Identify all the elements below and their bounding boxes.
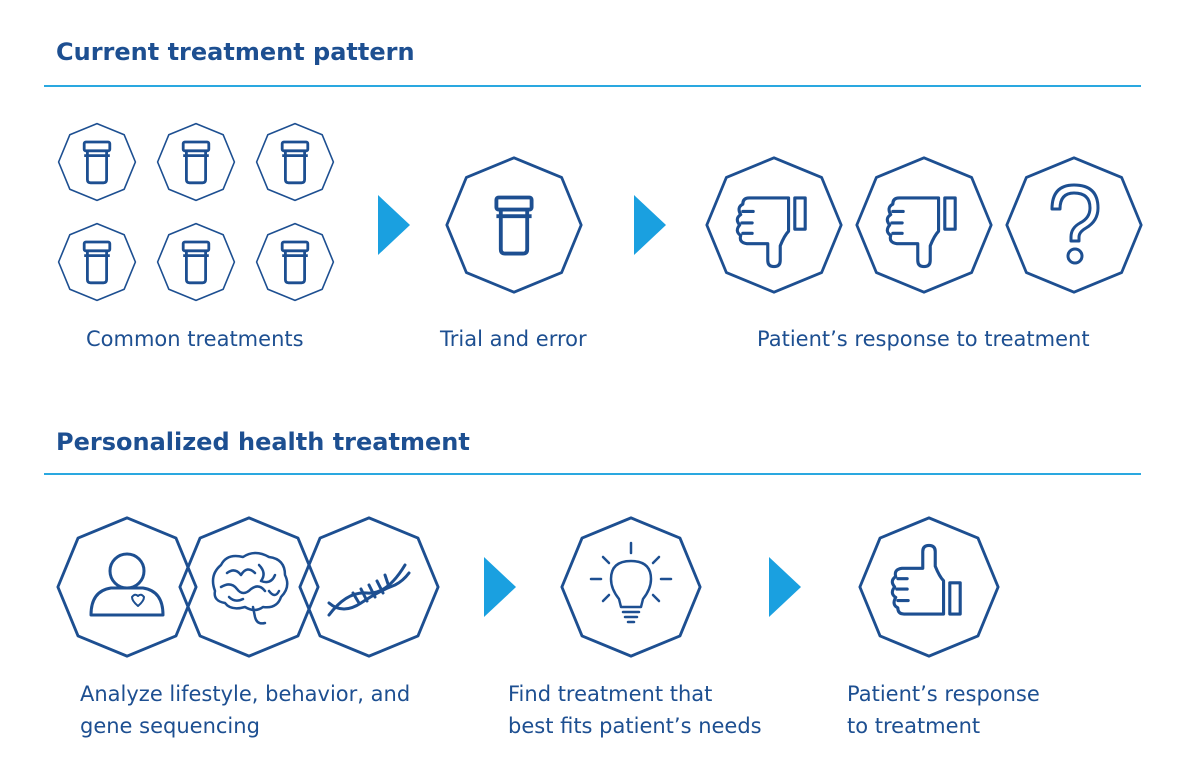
current-section-divider (44, 85, 1141, 87)
personalized-section-divider (44, 473, 1141, 475)
arrow-right-icon (484, 557, 516, 617)
brain-icon (178, 516, 320, 658)
caption-patient-response-personalized: Patient’s response to treatment (847, 682, 1040, 738)
person-heart-icon (56, 516, 198, 658)
caption-analyze: Analyze lifestyle, behavior, and gene se… (80, 682, 411, 738)
caption-trial-and-error: Trial and error (440, 327, 587, 351)
thumbs-up-icon (858, 516, 1000, 658)
thumbs-down-icon (855, 156, 993, 294)
question-mark-icon (1005, 156, 1143, 294)
caption-find-treatment: Find treatment that best fits patient’s … (508, 682, 762, 738)
pill-bottle-icon (57, 122, 137, 202)
caption-common-treatments: Common treatments (86, 327, 304, 351)
pill-bottle-icon (255, 222, 335, 302)
pill-bottle-icon (156, 222, 236, 302)
common-treatments-group (57, 122, 335, 302)
arrow-right-icon (634, 195, 666, 255)
lightbulb-icon (560, 516, 702, 658)
caption-patient-response-current: Patient’s response to treatment (757, 327, 1090, 351)
thumbs-down-icon (705, 156, 843, 294)
pill-bottle-icon (156, 122, 236, 202)
pill-bottle-icon (255, 122, 335, 202)
current-treatment-title: Current treatment pattern (56, 38, 415, 66)
arrow-right-icon (769, 557, 801, 617)
personalized-treatment-title: Personalized health treatment (56, 428, 470, 456)
dna-icon (298, 516, 440, 658)
trial-and-error-pill-bottle-icon (445, 156, 583, 294)
pill-bottle-icon (57, 222, 137, 302)
arrow-right-icon (378, 195, 410, 255)
analyze-group (56, 516, 440, 658)
